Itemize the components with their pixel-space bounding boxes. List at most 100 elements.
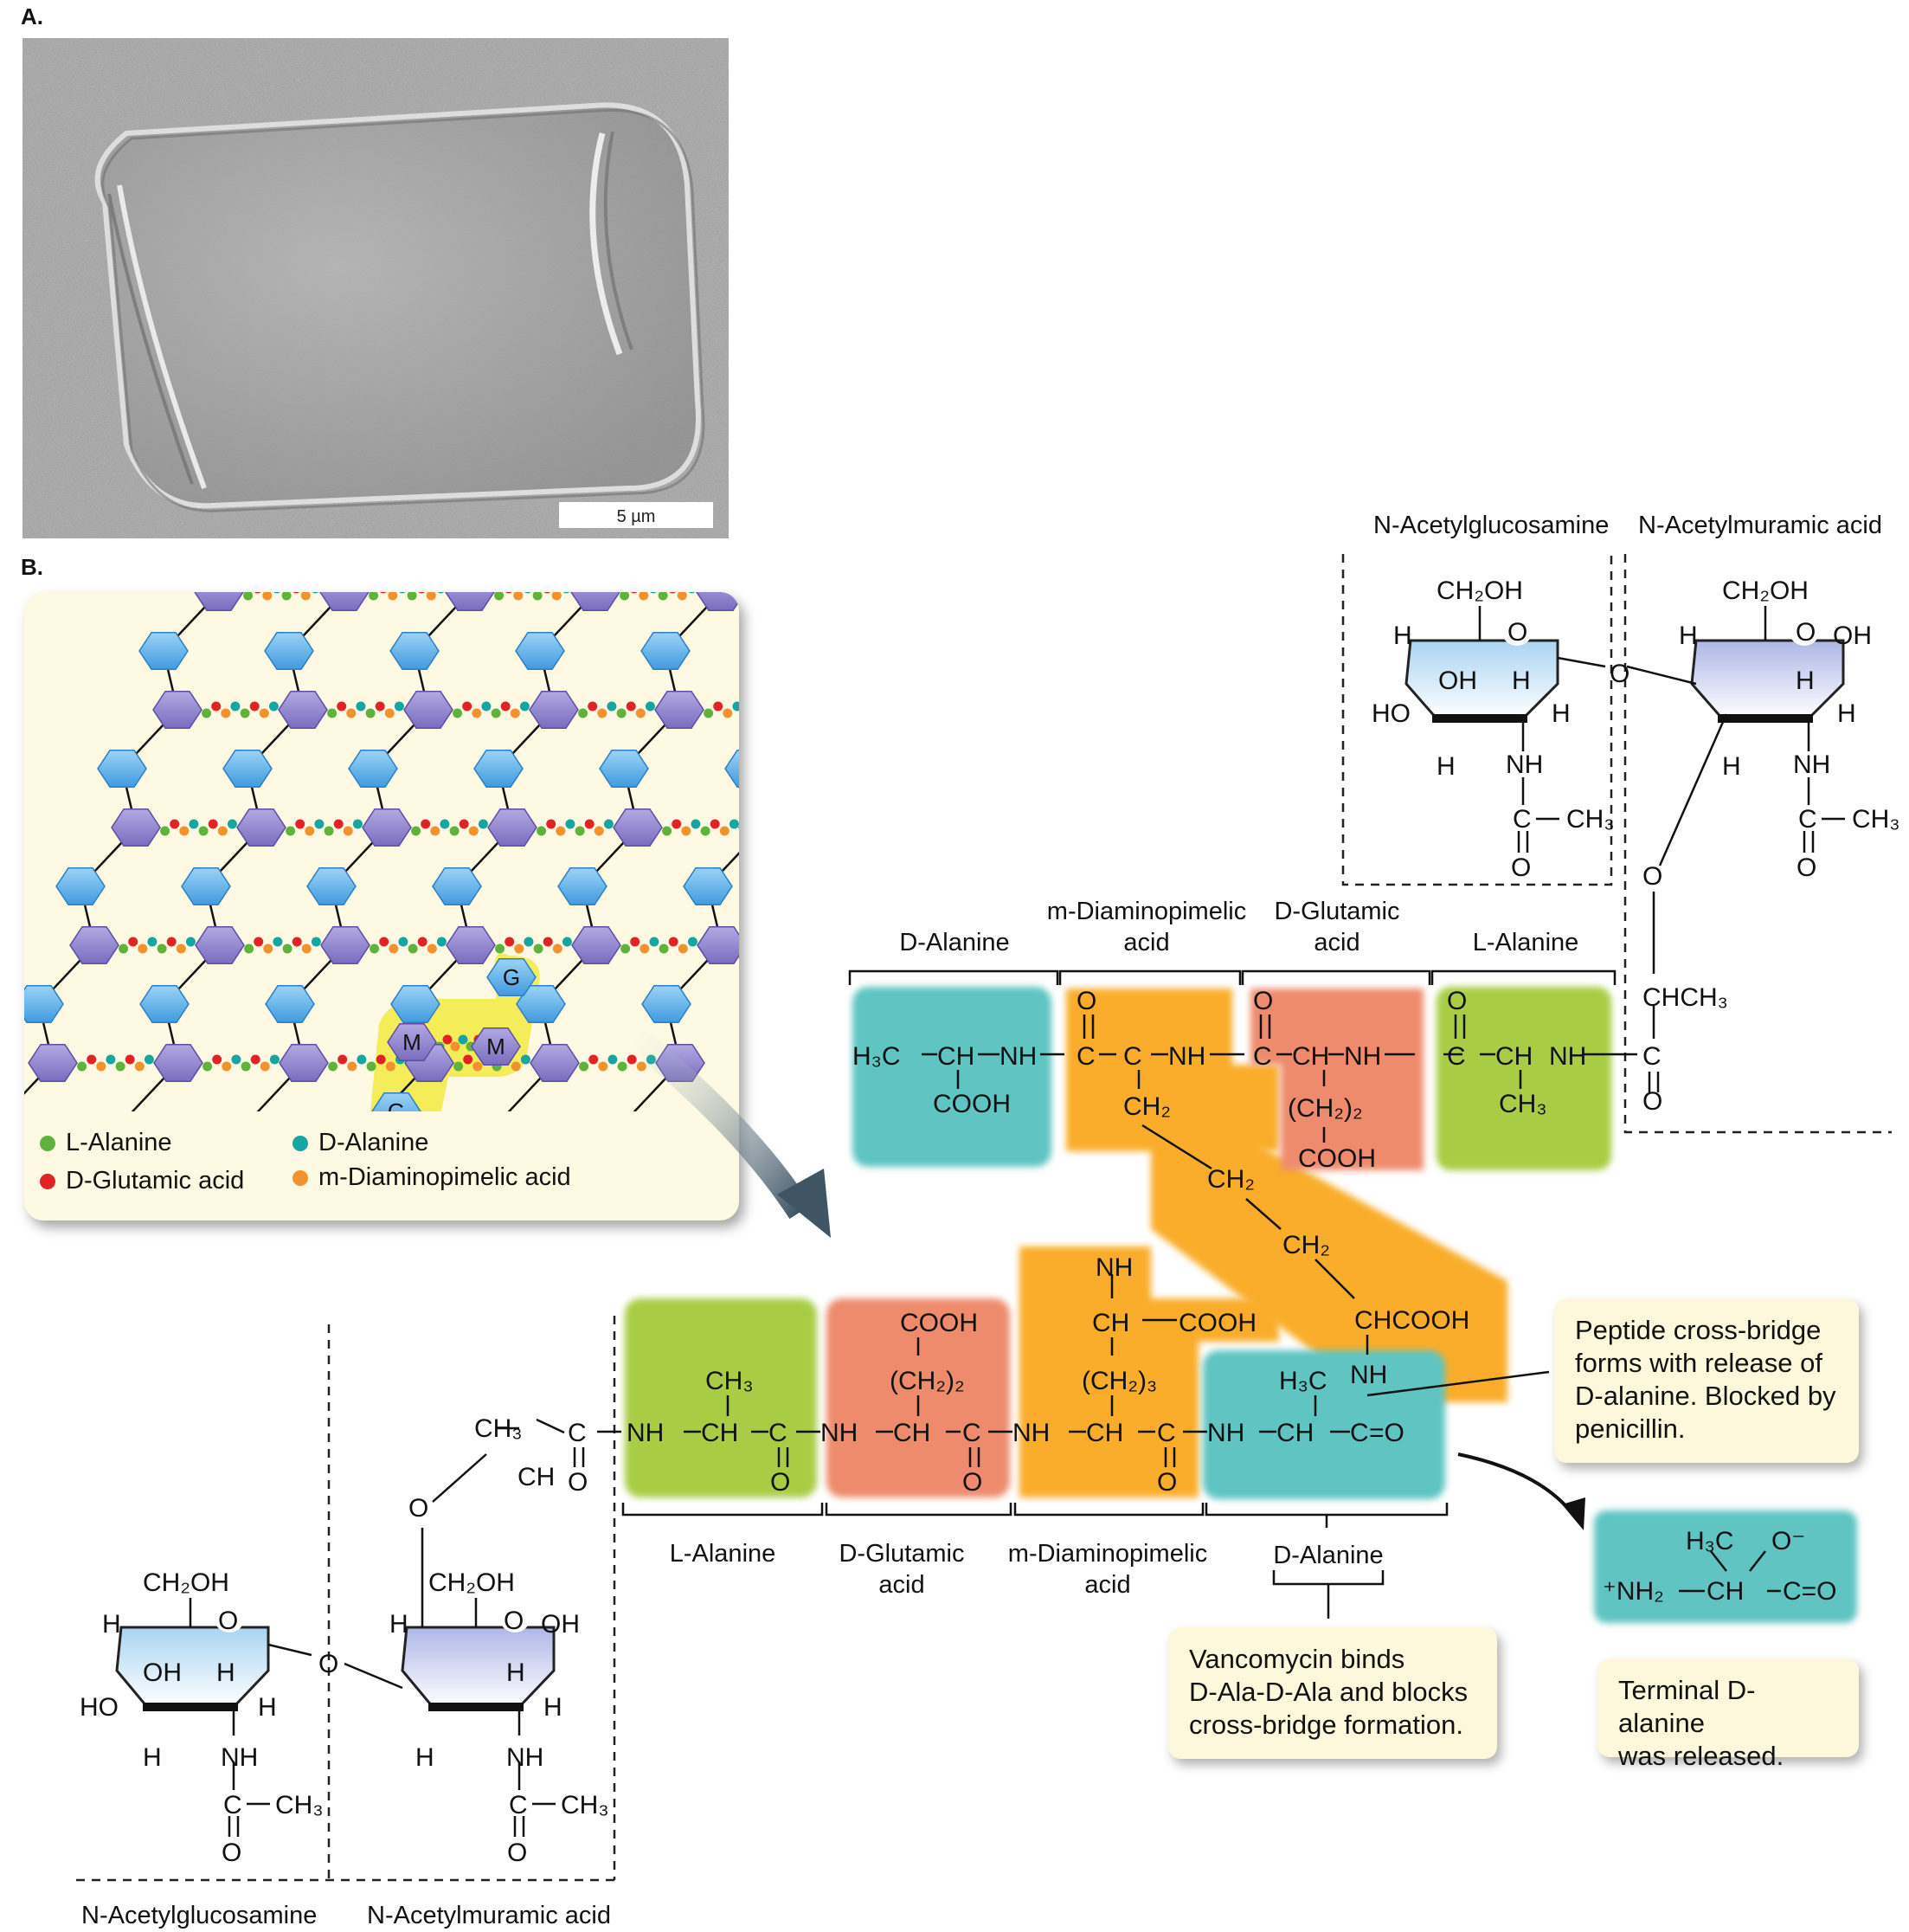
bottom-nag-ring	[115, 1601, 270, 1711]
nam-residue-hex	[445, 592, 495, 612]
svg-text:CH₂: CH₂	[1282, 1231, 1330, 1259]
top-nag-name: N-Acetylglucosamine	[1373, 512, 1609, 539]
released-d-alanine-box	[1594, 1510, 1857, 1623]
peptide-bead	[231, 1054, 241, 1065]
legend-d-glutamic: D-Glutamic acid	[40, 1167, 244, 1195]
svg-text:H: H	[1722, 752, 1741, 781]
svg-text:CH₃: CH₃	[1499, 1090, 1547, 1118]
legend-l-alanine: L-Alanine	[40, 1129, 172, 1157]
glycan-strand	[131, 592, 345, 1111]
peptide-bead	[552, 943, 562, 954]
peptide-bead	[185, 937, 196, 947]
bottom-d-glutamic-label-2: acid	[878, 1571, 924, 1599]
svg-text:O: O	[1507, 618, 1527, 647]
nag-residue-hex	[265, 984, 315, 1024]
glycan-strand	[256, 592, 471, 1111]
peptide-bead	[282, 943, 292, 954]
svg-text:NH: NH	[1506, 750, 1543, 779]
peptide-bead	[650, 592, 657, 594]
m-dap-dot	[292, 1169, 308, 1186]
top-m-dap-box	[1066, 989, 1279, 1151]
peptide-bead	[269, 1054, 280, 1065]
peptide-bead	[125, 1054, 135, 1065]
peptide-bead	[144, 1054, 154, 1065]
svg-text:OH: OH	[541, 1610, 580, 1639]
peptide-bead	[398, 937, 408, 947]
peptide-bead	[262, 592, 273, 601]
svg-text:NH: NH	[1350, 1361, 1387, 1389]
top-nag-ring	[1404, 615, 1559, 723]
svg-text:O: O	[1610, 660, 1629, 688]
top-d-glutamic-label-2: acid	[1314, 929, 1359, 956]
top-d-alanine-box	[852, 987, 1051, 1167]
bottom-l-alanine-box	[625, 1298, 817, 1497]
svg-text:H: H	[1796, 667, 1815, 695]
peptide-bead	[212, 1054, 222, 1065]
svg-text:CH₂: CH₂	[1123, 1092, 1171, 1121]
nag-residue-hex	[222, 749, 273, 789]
peptide-bead	[222, 1061, 232, 1072]
peptide-bead	[343, 826, 353, 836]
svg-text:H: H	[1393, 621, 1412, 650]
svg-text:G: G	[388, 1098, 405, 1111]
peptide-bead	[221, 708, 231, 718]
svg-text:C: C	[768, 1419, 787, 1447]
peptide-bead	[328, 1061, 338, 1072]
svg-text:G: G	[503, 964, 520, 990]
peptide-bead	[677, 592, 687, 601]
svg-text:C: C	[223, 1791, 242, 1819]
nam-residue-hex	[697, 925, 739, 965]
peptide-bead	[551, 592, 562, 601]
nag-residue-hex	[139, 984, 190, 1024]
peptide-bead	[616, 708, 627, 718]
svg-text:H: H	[102, 1610, 121, 1639]
peptide-bead	[543, 592, 550, 594]
peptide-bead	[96, 1061, 106, 1072]
bottom-nag-name: N-Acetylglucosamine	[81, 1902, 317, 1929]
atom-labels: CH₂OH O H OH H HO H H NH C CH₃ O O CH₂OH…	[80, 576, 1900, 1867]
peptide-bead	[202, 708, 212, 718]
svg-text:M: M	[402, 1029, 421, 1055]
peptide-bead	[463, 1054, 473, 1065]
nag-residue-hex	[640, 631, 691, 671]
top-d-glutamic-box	[1250, 989, 1424, 1170]
svg-text:C: C	[568, 1419, 587, 1447]
peptide-bead	[346, 708, 357, 718]
nam-residue-hex	[153, 1043, 203, 1083]
peptide-bead	[295, 819, 305, 829]
peptide-bead	[594, 826, 604, 836]
peptide-bead	[365, 708, 376, 718]
peptide-bead	[494, 592, 505, 601]
nam-residue-hex	[319, 592, 370, 612]
svg-text:NH: NH	[820, 1419, 858, 1447]
nam-residue-hex	[362, 808, 412, 847]
peptide-bead	[281, 592, 292, 601]
peptide-bead	[713, 701, 723, 712]
svg-text:CH: CH	[937, 1042, 974, 1071]
peptide-bead	[678, 943, 688, 954]
terminal-line-2: was released.	[1618, 1741, 1784, 1771]
svg-text:H: H	[1512, 667, 1531, 695]
peptide-bead	[292, 592, 299, 594]
svg-text:O: O	[1642, 862, 1662, 891]
peptide-bead	[399, 592, 406, 594]
svg-text:CH: CH	[701, 1419, 738, 1447]
nag-residue-hex	[599, 749, 649, 789]
nam-residue-hex	[446, 925, 496, 965]
nag-residue-hex	[557, 866, 607, 906]
peptide-bead	[243, 592, 254, 601]
svg-text:O: O	[568, 1468, 588, 1497]
peptide-bead	[421, 819, 431, 829]
peptide-bead	[620, 943, 631, 954]
nag-residue-hex	[264, 631, 314, 671]
peptide-bead	[227, 819, 237, 829]
nag-residue-hex	[724, 749, 739, 789]
peptide-bead	[575, 826, 585, 836]
bottom-l-alanine-label: L-Alanine	[670, 1540, 776, 1568]
peptide-bead	[543, 937, 553, 947]
peptide-bead	[649, 937, 659, 947]
svg-text:COOH: COOH	[1179, 1309, 1257, 1337]
peptide-bead	[645, 701, 655, 712]
peptide-bead	[106, 1054, 116, 1065]
